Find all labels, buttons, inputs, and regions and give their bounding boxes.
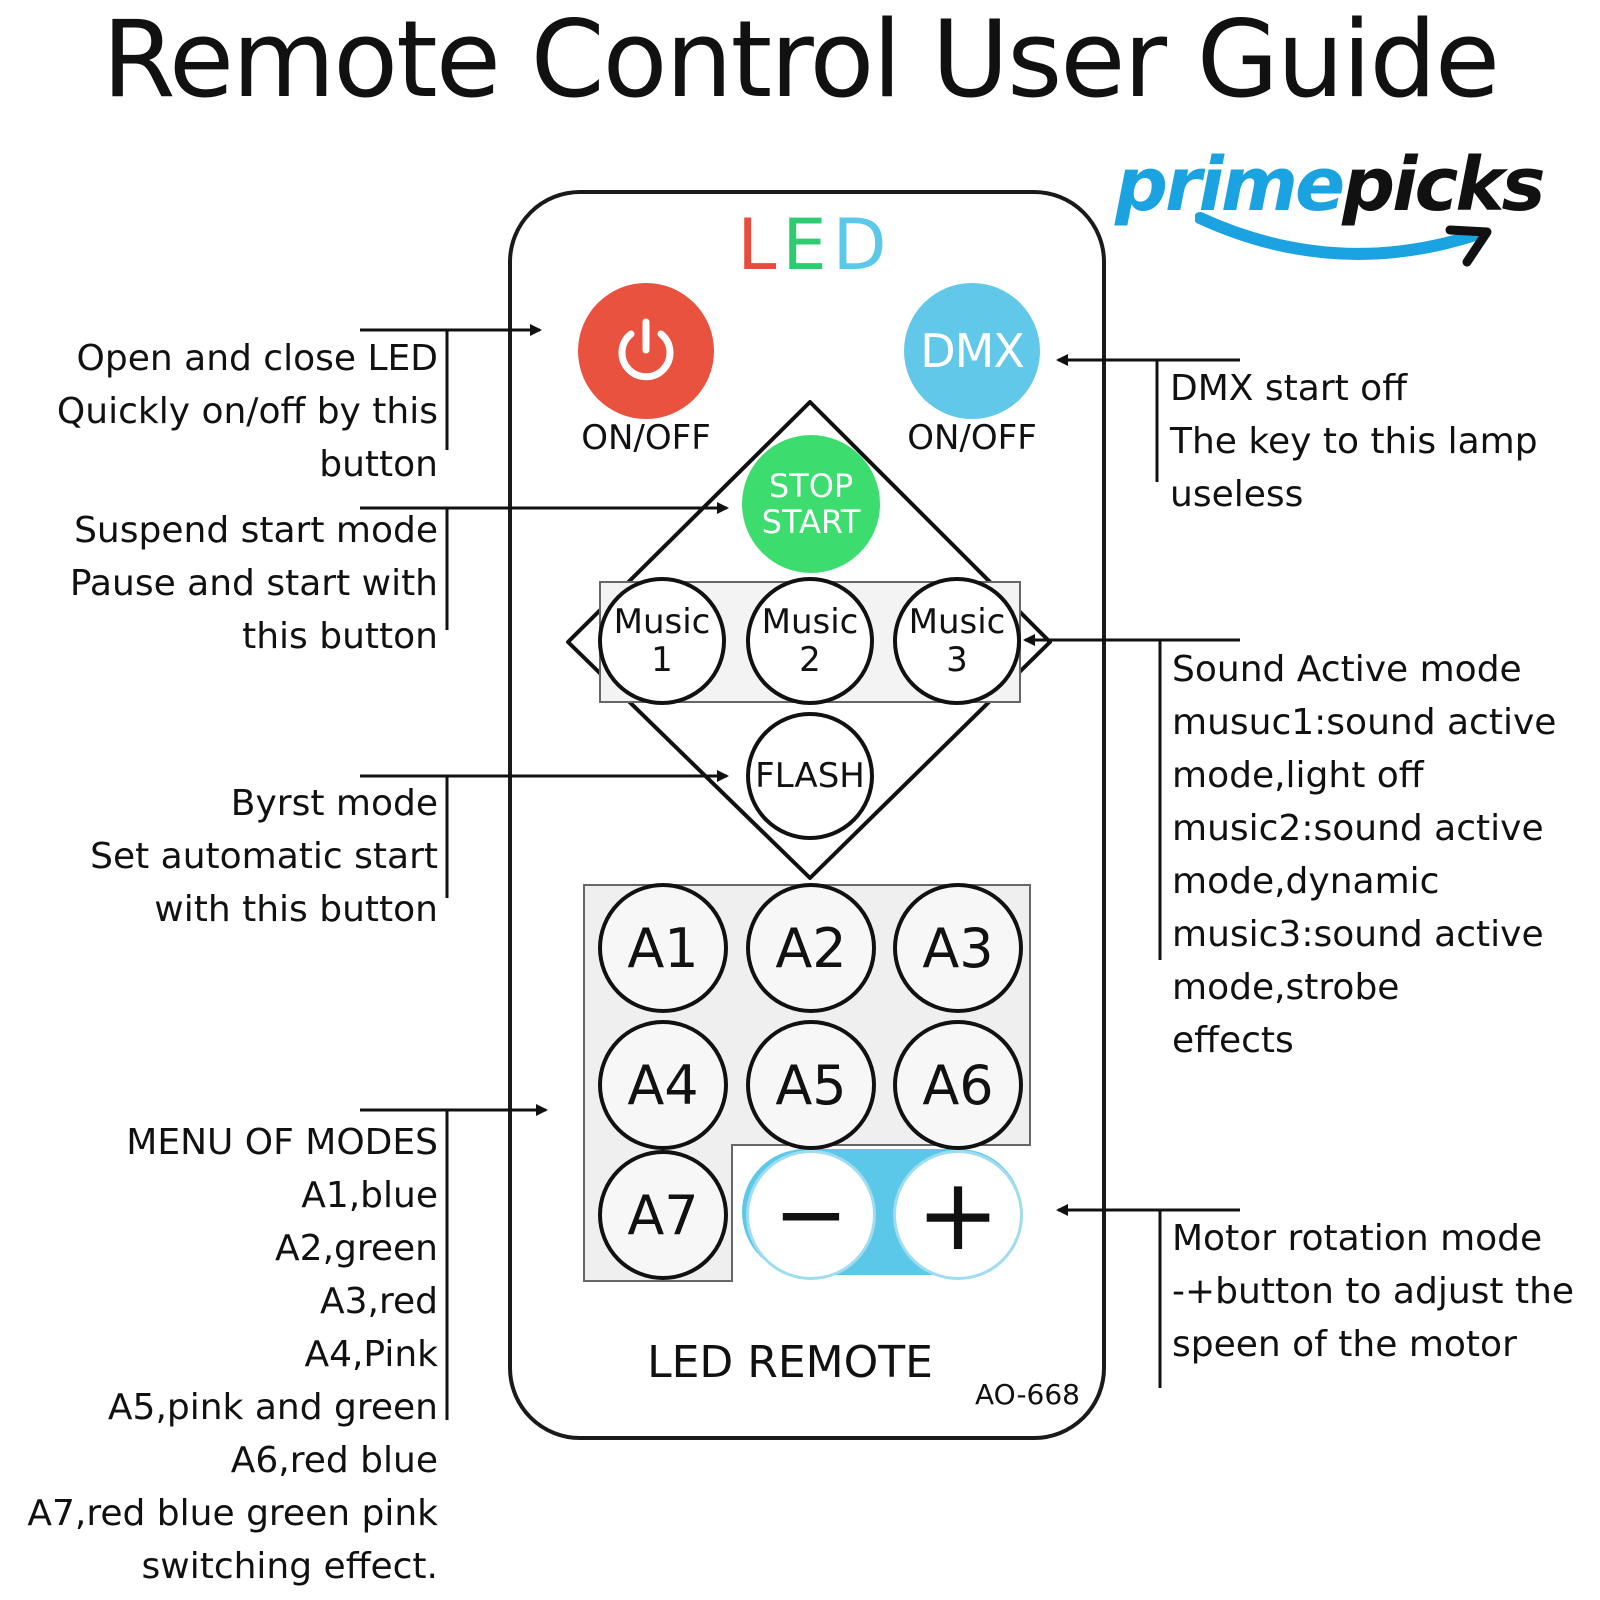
model-number: AO-668 — [974, 1378, 1080, 1411]
plus-button[interactable]: + — [893, 1150, 1023, 1280]
dmx-caption: ON/OFF — [907, 418, 1037, 458]
a5-button[interactable]: A5 — [746, 1020, 876, 1150]
start-label: START — [761, 503, 861, 541]
a2-button[interactable]: A2 — [746, 883, 876, 1013]
page-title: Remote Control User Guide — [101, 0, 1500, 121]
a7-button[interactable]: A7 — [598, 1150, 728, 1280]
a1-button[interactable]: A1 — [598, 883, 728, 1013]
dmx-button[interactable]: DMX — [904, 283, 1040, 419]
minus-button[interactable]: − — [746, 1150, 876, 1280]
motor-annotation: Motor rotation mode-+button to adjust th… — [1172, 1218, 1575, 1365]
a6-button[interactable]: A6 — [893, 1020, 1023, 1150]
led-letter-l: L — [737, 204, 783, 286]
power-caption: ON/OFF — [581, 418, 711, 458]
remote-name: LED REMOTE — [647, 1337, 933, 1388]
flash-button[interactable]: FLASH — [746, 712, 874, 840]
primepicks-logo: primepicks — [1115, 140, 1585, 280]
logo-text: primepicks — [1115, 142, 1546, 228]
led-letter-e: E — [782, 204, 833, 286]
logo-smile-arrow-icon — [1195, 212, 1492, 267]
power-icon — [618, 318, 674, 381]
a3-button[interactable]: A3 — [893, 883, 1023, 1013]
stop-label: STOP — [768, 467, 854, 505]
led-logo: LED — [735, 205, 895, 285]
a4-button[interactable]: A4 — [598, 1020, 728, 1150]
power-button[interactable] — [578, 283, 714, 419]
stop-start-button[interactable]: STOP START — [742, 435, 880, 573]
led-letter-d: D — [832, 204, 893, 286]
